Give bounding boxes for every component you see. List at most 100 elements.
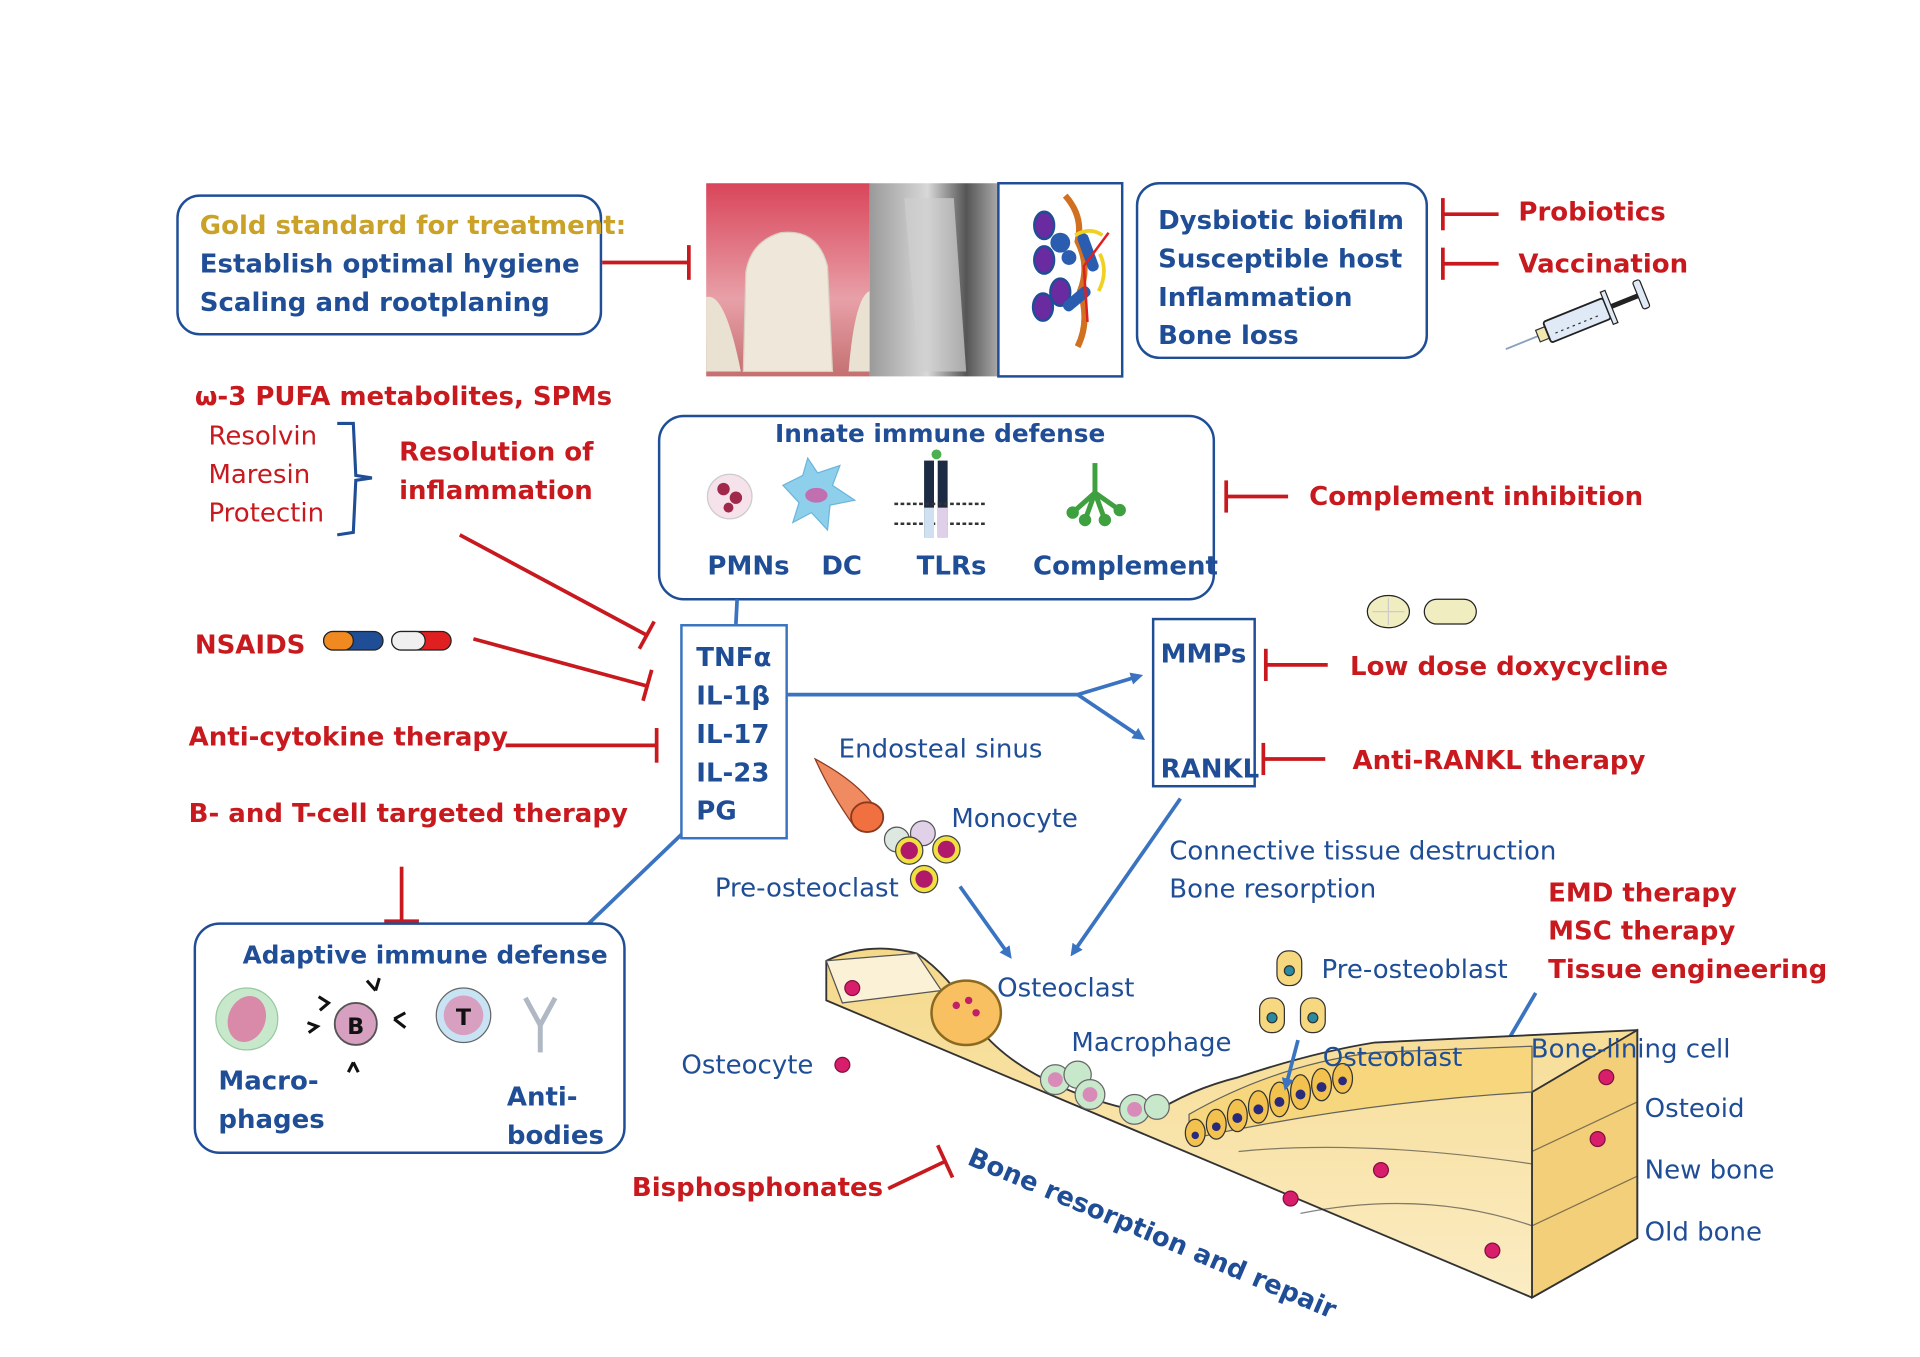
osteoblast-label: Osteoblast: [1323, 1043, 1463, 1073]
osteocyte-cells: [834, 979, 1615, 1259]
probiotics-inhibitor: Probiotics: [1441, 197, 1666, 231]
anti-cytokine-label: Anti-cytokine therapy: [189, 722, 508, 752]
t-cell-label: T: [456, 1005, 472, 1031]
complement-icon: [1066, 463, 1126, 527]
macrophages-label: phages: [218, 1105, 324, 1135]
radiograph-image: [869, 183, 999, 377]
doxycycline-label: Low dose doxycycline: [1350, 652, 1668, 682]
biofilm-illustration: [997, 182, 1124, 378]
doxycycline-inhibitor: Low dose doxycycline: [1263, 648, 1668, 682]
adaptive-immune-box: Adaptive immune defense B T Macro- phage…: [193, 922, 626, 1154]
pre-osteoblast-icon: [1259, 950, 1326, 1034]
doxycycline-tablet-icon: [1366, 594, 1477, 629]
regen-therapy-label: MSC therapy: [1548, 917, 1735, 947]
macrophages-label: Macro-: [218, 1067, 318, 1097]
antibody-icon: [523, 996, 558, 1053]
spm-inhibitor: [458, 533, 656, 650]
pre-osteoclast-label: Pre-osteoclast: [715, 873, 899, 903]
osteoclast-label: Osteoclast: [997, 974, 1134, 1004]
effector-box: MMPs RANKL: [1151, 617, 1260, 788]
spm-item: Protectin: [208, 498, 324, 528]
gold-standard-box: Gold standard for treatment: Establish o…: [176, 194, 626, 336]
innate-to-cytokine-connector: [734, 599, 739, 625]
bone-remodeling-illustration: [825, 947, 1639, 1300]
pmn-icon: [706, 473, 753, 520]
gingiva-photo: [706, 183, 870, 377]
innate-label-complement: Complement: [1033, 551, 1218, 581]
spm-title: ω-3 PUFA metabolites, SPMs: [195, 382, 612, 412]
macrophage-label: Macrophage: [1071, 1028, 1231, 1058]
cytokine-to-adaptive-connector: [587, 833, 683, 925]
disease-factor: Dysbiotic biofilm: [1158, 206, 1404, 236]
anti-rankl-inhibitor: Anti-RANKL therapy: [1261, 742, 1645, 776]
osteocyte-label: Osteocyte: [681, 1050, 813, 1080]
innate-label-dc: DC: [821, 551, 862, 581]
complement-inhibition-label: Complement inhibition: [1309, 482, 1643, 512]
rankl-label: RANKL: [1161, 755, 1260, 785]
disease-factor: Bone loss: [1158, 321, 1299, 351]
gold-standard-title: Gold standard for treatment:: [200, 211, 626, 241]
pre-osteoclast-arrow: [958, 885, 1012, 959]
pre-osteoblast-label: Pre-osteoblast: [1322, 955, 1508, 985]
cytokine-item: TNFα: [696, 643, 771, 673]
vaccination-inhibitor: Vaccination: [1441, 247, 1688, 280]
rankl-to-osteoclast-arrow: [1070, 797, 1182, 957]
disease-factor: Susceptible host: [1158, 244, 1402, 274]
complement-inhibitor: Complement inhibition: [1224, 480, 1643, 513]
macrophage-cells-icon: [1039, 1060, 1170, 1125]
monocyte-label: Monocyte: [951, 804, 1078, 834]
bisphosphonates-label: Bisphosphonates: [632, 1173, 883, 1203]
cytokine-item: PG: [696, 797, 736, 827]
anti-rankl-label: Anti-RANKL therapy: [1352, 746, 1645, 776]
regen-therapy-label: EMD therapy: [1548, 878, 1737, 908]
adaptive-title: Adaptive immune defense: [243, 940, 608, 969]
brace-icon: [336, 421, 373, 537]
anti-cytokine-inhibitor: [505, 728, 659, 763]
blood-vessel-icon: [813, 757, 885, 833]
nsaids-inhibitor: [472, 637, 654, 702]
capsule-icon: [391, 630, 452, 651]
bt-cell-inhibitor: [384, 866, 419, 924]
inhibition-connector: [602, 245, 691, 280]
regen-therapy-label: Tissue engineering: [1548, 955, 1827, 985]
capsule-icon: [322, 630, 384, 651]
innate-label-pmns: PMNs: [707, 551, 789, 581]
b-cell-label: B: [347, 1014, 364, 1040]
bone-lining-cell-label: Bone-lining cell: [1531, 1034, 1731, 1064]
macrophage-icon: [215, 987, 279, 1051]
b-cell-icon: B: [306, 977, 407, 1073]
syringe-icon: [1505, 279, 1651, 350]
bt-cell-therapy-label: B- and T-cell targeted therapy: [189, 799, 628, 829]
spm-item: Maresin: [208, 460, 310, 490]
endosteal-sinus-label: Endosteal sinus: [839, 735, 1043, 765]
gold-standard-line: Scaling and rootplaning: [200, 288, 550, 318]
innate-immune-box: Innate immune defense PMNs DC TLRs Compl…: [657, 414, 1218, 601]
probiotics-label: Probiotics: [1518, 197, 1665, 227]
innate-label-tlrs: TLRs: [917, 551, 987, 581]
resolution-label: Resolution of: [399, 438, 594, 468]
antibodies-label: bodies: [507, 1121, 604, 1151]
new-bone-label: New bone: [1645, 1156, 1775, 1186]
nsaids-label: NSAIDS: [195, 631, 306, 661]
innate-title: Innate immune defense: [775, 419, 1105, 448]
spm-item: Resolvin: [208, 421, 317, 451]
osteoclast-cell-icon: [930, 979, 1003, 1047]
dendritic-cell-icon: [781, 456, 857, 532]
disease-factor: Inflammation: [1158, 283, 1352, 313]
monocyte-cluster-icon: [883, 820, 961, 894]
cytokine-box: TNFα IL-1β IL-17 IL-23 PG: [680, 624, 788, 840]
gold-standard-line: Establish optimal hygiene: [200, 249, 580, 279]
antibodies-label: Anti-: [507, 1083, 578, 1113]
tlr-icon: [894, 449, 985, 538]
vaccination-label: Vaccination: [1518, 249, 1688, 279]
disease-factors-box: Dysbiotic biofilm Susceptible host Infla…: [1135, 182, 1429, 360]
spm-block: ω-3 PUFA metabolites, SPMs Resolvin Mare…: [195, 382, 612, 537]
t-cell-icon: T: [435, 987, 492, 1044]
outcome-label: Connective tissue destruction: [1169, 836, 1556, 866]
outcome-label: Bone resorption: [1169, 875, 1376, 905]
old-bone-label: Old bone: [1645, 1218, 1762, 1248]
bisphosphonates-inhibitor: Bisphosphonates: [632, 1144, 955, 1203]
pre-osteoblast-arrow: [1281, 1039, 1300, 1091]
resolution-label: inflammation: [399, 476, 593, 506]
